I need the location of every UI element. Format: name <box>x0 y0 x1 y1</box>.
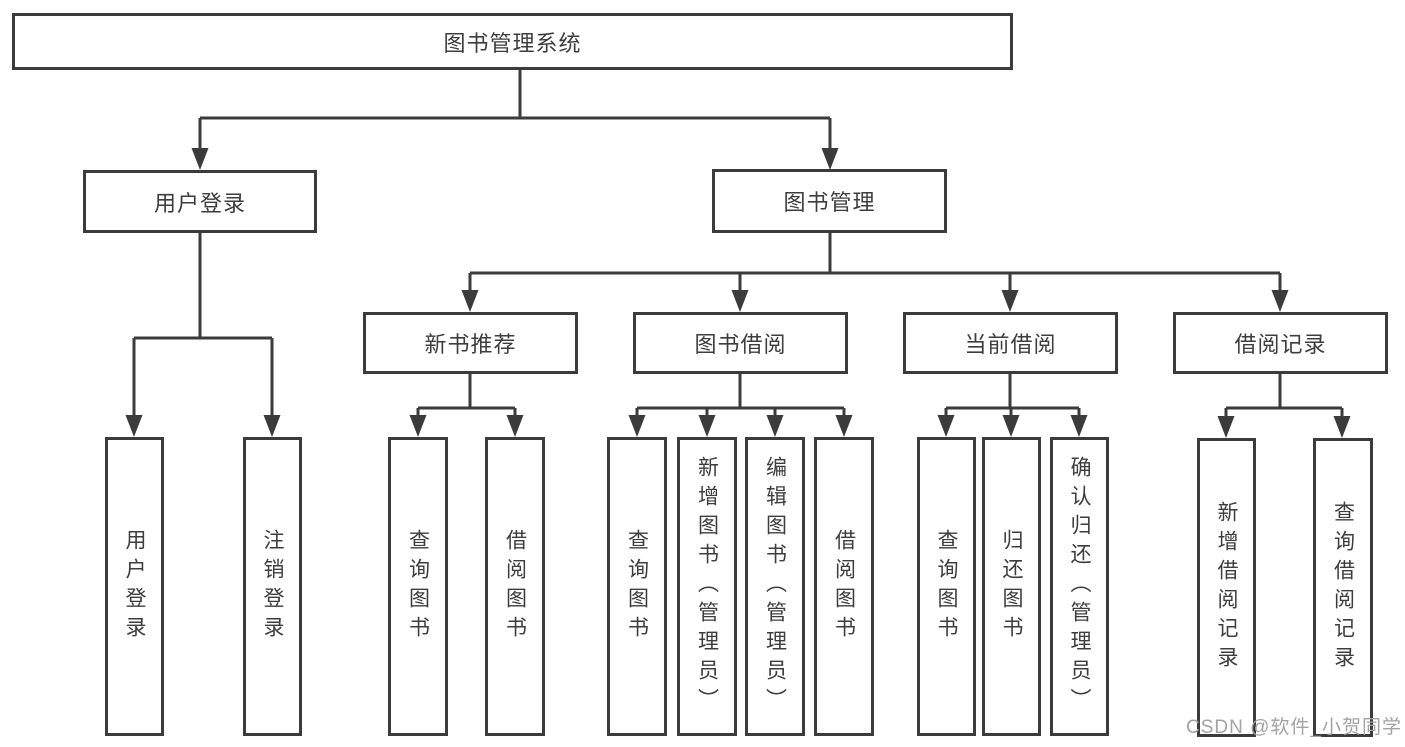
node-book-management: 图书管理 <box>712 169 947 233</box>
node-label-leaf-query-books-rec: 查询图书 <box>406 528 430 645</box>
node-leaf-borrow-books: 借阅图书 <box>814 437 874 736</box>
arrowhead-icon <box>766 415 784 437</box>
arrowhead-icon <box>263 415 281 437</box>
connector-borrowing-records-split <box>1217 373 1351 438</box>
node-library-system-root: 图书管理系统 <box>12 13 1013 70</box>
node-leaf-borrow-books-rec: 借阅图书 <box>485 437 545 736</box>
arrowhead-icon <box>937 415 955 437</box>
arrowhead-icon <box>1217 416 1235 438</box>
node-user-login: 用户登录 <box>83 170 317 233</box>
node-label-leaf-logout: 注销登录 <box>261 528 284 645</box>
arrowhead-icon <box>125 415 143 437</box>
arrowhead-icon <box>628 415 646 437</box>
connector-book-management-split <box>461 232 1289 312</box>
connector-user-login-split <box>125 232 281 437</box>
connector-lines-borrowing-records-split <box>1224 373 1344 420</box>
arrowhead-icon <box>461 290 479 312</box>
arrowhead-icon <box>409 415 427 437</box>
connector-book-borrowing-split <box>628 373 853 437</box>
arrowhead-icon <box>1070 415 1088 437</box>
node-label-user-login: 用户登录 <box>153 190 246 216</box>
connector-root-split <box>191 68 839 170</box>
node-label-library-system-root: 图书管理系统 <box>443 30 582 56</box>
node-leaf-user-login: 用户登录 <box>105 437 164 736</box>
connector-lines-current-borrowing-split <box>944 373 1081 419</box>
node-leaf-query-books-rec: 查询图书 <box>388 437 448 736</box>
node-leaf-logout: 注销登录 <box>243 437 302 736</box>
node-label-leaf-user-login: 用户登录 <box>123 528 146 645</box>
connector-current-borrowing-split <box>937 373 1088 437</box>
node-label-leaf-edit-book-admin: 编辑图书（管理员） <box>763 456 787 717</box>
arrowhead-icon <box>835 415 853 437</box>
node-current-borrowing: 当前借阅 <box>903 312 1118 374</box>
node-label-leaf-confirm-return-admin: 确认归还（管理员） <box>1068 456 1091 717</box>
node-label-book-management: 图书管理 <box>783 190 876 215</box>
node-label-leaf-query-borrow-record: 查询借阅记录 <box>1331 500 1355 675</box>
node-leaf-confirm-return-admin: 确认归还（管理员） <box>1050 437 1109 736</box>
arrowhead-icon <box>1002 415 1020 437</box>
node-new-book-recommend: 新书推荐 <box>363 312 578 374</box>
arrowhead-icon <box>506 415 524 437</box>
node-leaf-query-borrow-record: 查询借阅记录 <box>1313 438 1373 737</box>
node-label-leaf-borrow-books-rec: 借阅图书 <box>503 528 527 645</box>
connector-lines-book-management-split <box>468 232 1282 294</box>
node-label-borrowing-records: 借阅记录 <box>1234 332 1327 357</box>
connector-lines-new-book-recommend-split <box>416 373 517 419</box>
connector-lines-root-split <box>198 68 832 152</box>
node-leaf-edit-book-admin: 编辑图书（管理员） <box>745 437 805 736</box>
watermark-text: CSDN @软件_小贺同学 <box>1186 717 1402 738</box>
node-label-leaf-borrow-books: 借阅图书 <box>832 528 856 645</box>
node-label-leaf-query-books-borrow: 查询图书 <box>625 528 649 645</box>
node-leaf-add-book-admin: 新增图书（管理员） <box>677 437 737 736</box>
node-label-current-borrowing: 当前借阅 <box>964 332 1057 357</box>
arrowhead-icon <box>191 148 209 170</box>
node-label-book-borrowing: 图书借阅 <box>694 332 787 357</box>
arrowhead-icon <box>1001 290 1019 312</box>
arrowhead-icon <box>821 148 839 170</box>
arrowhead-icon <box>698 415 716 437</box>
connector-new-book-recommend-split <box>409 373 524 437</box>
node-label-leaf-add-book-admin: 新增图书（管理员） <box>695 456 719 717</box>
node-label-new-book-recommend: 新书推荐 <box>424 332 517 357</box>
arrowhead-icon <box>731 290 749 312</box>
node-leaf-add-borrow-record: 新增借阅记录 <box>1197 438 1256 737</box>
connector-lines-book-borrowing-split <box>635 373 846 419</box>
node-borrowing-records: 借阅记录 <box>1173 312 1388 374</box>
node-book-borrowing: 图书借阅 <box>633 312 848 374</box>
node-label-leaf-add-borrow-record: 新增借阅记录 <box>1215 500 1238 675</box>
node-label-leaf-return-books: 归还图书 <box>1000 528 1023 645</box>
node-label-leaf-query-books-current: 查询图书 <box>935 528 958 645</box>
connector-lines-user-login-split <box>132 232 274 419</box>
node-leaf-return-books: 归还图书 <box>982 437 1041 736</box>
arrowhead-icon <box>1271 290 1289 312</box>
node-leaf-query-books-current: 查询图书 <box>917 437 976 736</box>
arrowhead-icon <box>1333 416 1351 438</box>
node-leaf-query-books-borrow: 查询图书 <box>607 437 667 736</box>
